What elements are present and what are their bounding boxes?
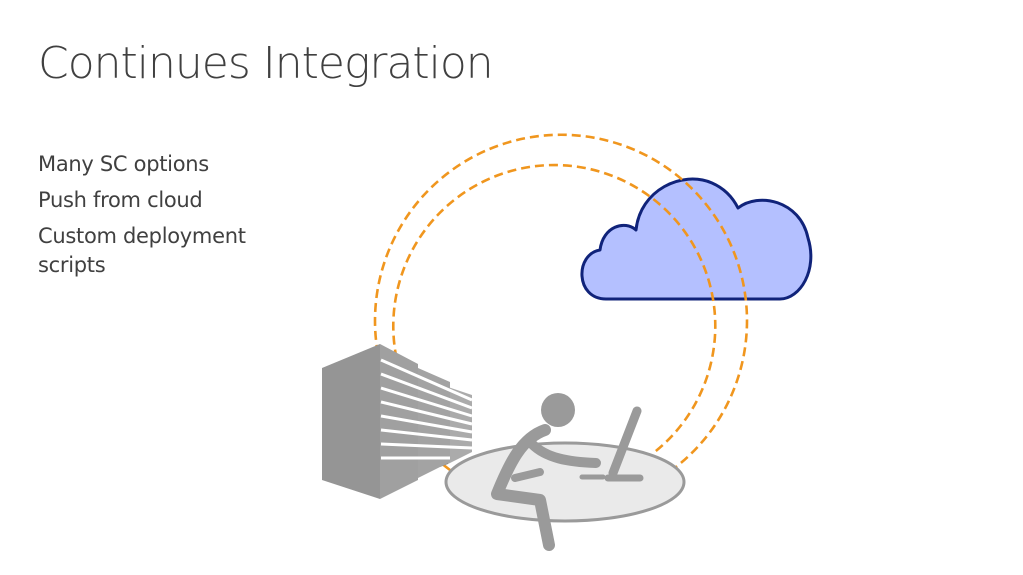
bullet-item: Push from cloud (38, 188, 203, 212)
bullet-item: Many SC options (38, 152, 209, 176)
slide-title: Continues Integration (38, 38, 494, 89)
cloud-icon (580, 177, 813, 301)
bullet-list: Many SC options Push from cloud Custom d… (38, 150, 288, 287)
desk-icon (444, 441, 686, 523)
developer-at-desk-icon (444, 393, 686, 551)
server-rack-icon (322, 344, 473, 499)
ci-loop-inner (392, 163, 717, 456)
bullet-item: Custom deployment scripts (38, 224, 246, 277)
